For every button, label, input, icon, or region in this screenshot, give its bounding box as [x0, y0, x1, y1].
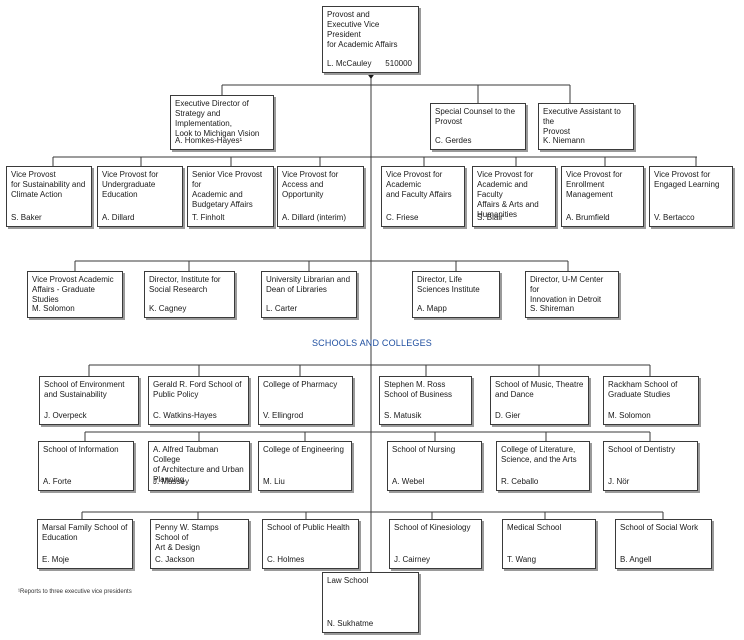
- school-box: School of Music, Theatre and Dance D. Gi…: [490, 376, 589, 425]
- vice-provost-box: Vice Provost for Undergraduate Education…: [97, 166, 183, 227]
- vice-provost-box: Vice Provost for Engaged Learning V. Ber…: [649, 166, 733, 227]
- director-box: Vice Provost Academic Affairs - Graduate…: [27, 271, 123, 318]
- school-box: School of Social Work B. Angell: [615, 519, 712, 569]
- school-box: Stephen M. Ross School of Business S. Ma…: [379, 376, 472, 425]
- school-box: College of Engineering M. Liu: [258, 441, 352, 491]
- school-box: Marsal Family School of Education E. Moj…: [37, 519, 133, 569]
- school-box: Penny W. Stamps School of Art & Design C…: [150, 519, 249, 569]
- school-box: College of Literature, Science, and the …: [496, 441, 590, 491]
- footnote: ¹Reports to three executive vice preside…: [18, 589, 132, 595]
- vice-provost-box: Vice Provost for Sustainability and Clim…: [6, 166, 92, 227]
- provost-code: 510000: [385, 59, 412, 68]
- director-box: Director, U-M Center for Innovation in D…: [525, 271, 619, 318]
- section-label: SCHOOLS AND COLLEGES: [311, 338, 433, 348]
- vice-provost-box: Vice Provost for Academic and Faculty Af…: [381, 166, 465, 227]
- school-box: School of Nursing A. Webel: [387, 441, 482, 491]
- school-box: School of Information A. Forte: [38, 441, 134, 491]
- director-box: University Librarian and Dean of Librari…: [261, 271, 357, 318]
- arrow-head-icon: [366, 72, 376, 79]
- provost-name: L. McCauley: [327, 59, 372, 68]
- school-box: School of Dentistry J. Nör: [603, 441, 698, 491]
- school-box: A. Alfred Taubman College of Architectur…: [148, 441, 250, 491]
- provost-title: Provost and Executive Vice President for…: [327, 10, 398, 49]
- vice-provost-box: Senior Vice Provost for Academic and Bud…: [187, 166, 274, 227]
- school-box: School of Public Health C. Holmes: [262, 519, 359, 569]
- school-box: School of Environment and Sustainability…: [39, 376, 139, 425]
- law-school-box: Law School N. Sukhatme: [322, 572, 419, 633]
- staff-box: Special Counsel to the Provost C. Gerdes: [430, 103, 526, 150]
- vice-provost-box: Vice Provost for Enrollment Management A…: [561, 166, 644, 227]
- director-box: Director, Institute for Social Research …: [144, 271, 235, 318]
- staff-box: Executive Assistant to the Provost K. Ni…: [538, 103, 634, 150]
- vice-provost-box: Vice Provost for Access and Opportunity …: [277, 166, 364, 227]
- school-box: Medical School T. Wang: [502, 519, 596, 569]
- school-box: Rackham School of Graduate Studies M. So…: [603, 376, 699, 425]
- provost-box: Provost and Executive Vice President for…: [322, 6, 419, 73]
- vice-provost-box: Vice Provost for Academic and Faculty Af…: [472, 166, 556, 227]
- staff-box: Executive Director of Strategy and Imple…: [170, 95, 274, 150]
- director-box: Director, Life Sciences Institute A. Map…: [412, 271, 500, 318]
- school-box: School of Kinesiology J. Cairney: [389, 519, 482, 569]
- school-box: College of Pharmacy V. Ellingrod: [258, 376, 353, 425]
- school-box: Gerald R. Ford School of Public Policy C…: [148, 376, 249, 425]
